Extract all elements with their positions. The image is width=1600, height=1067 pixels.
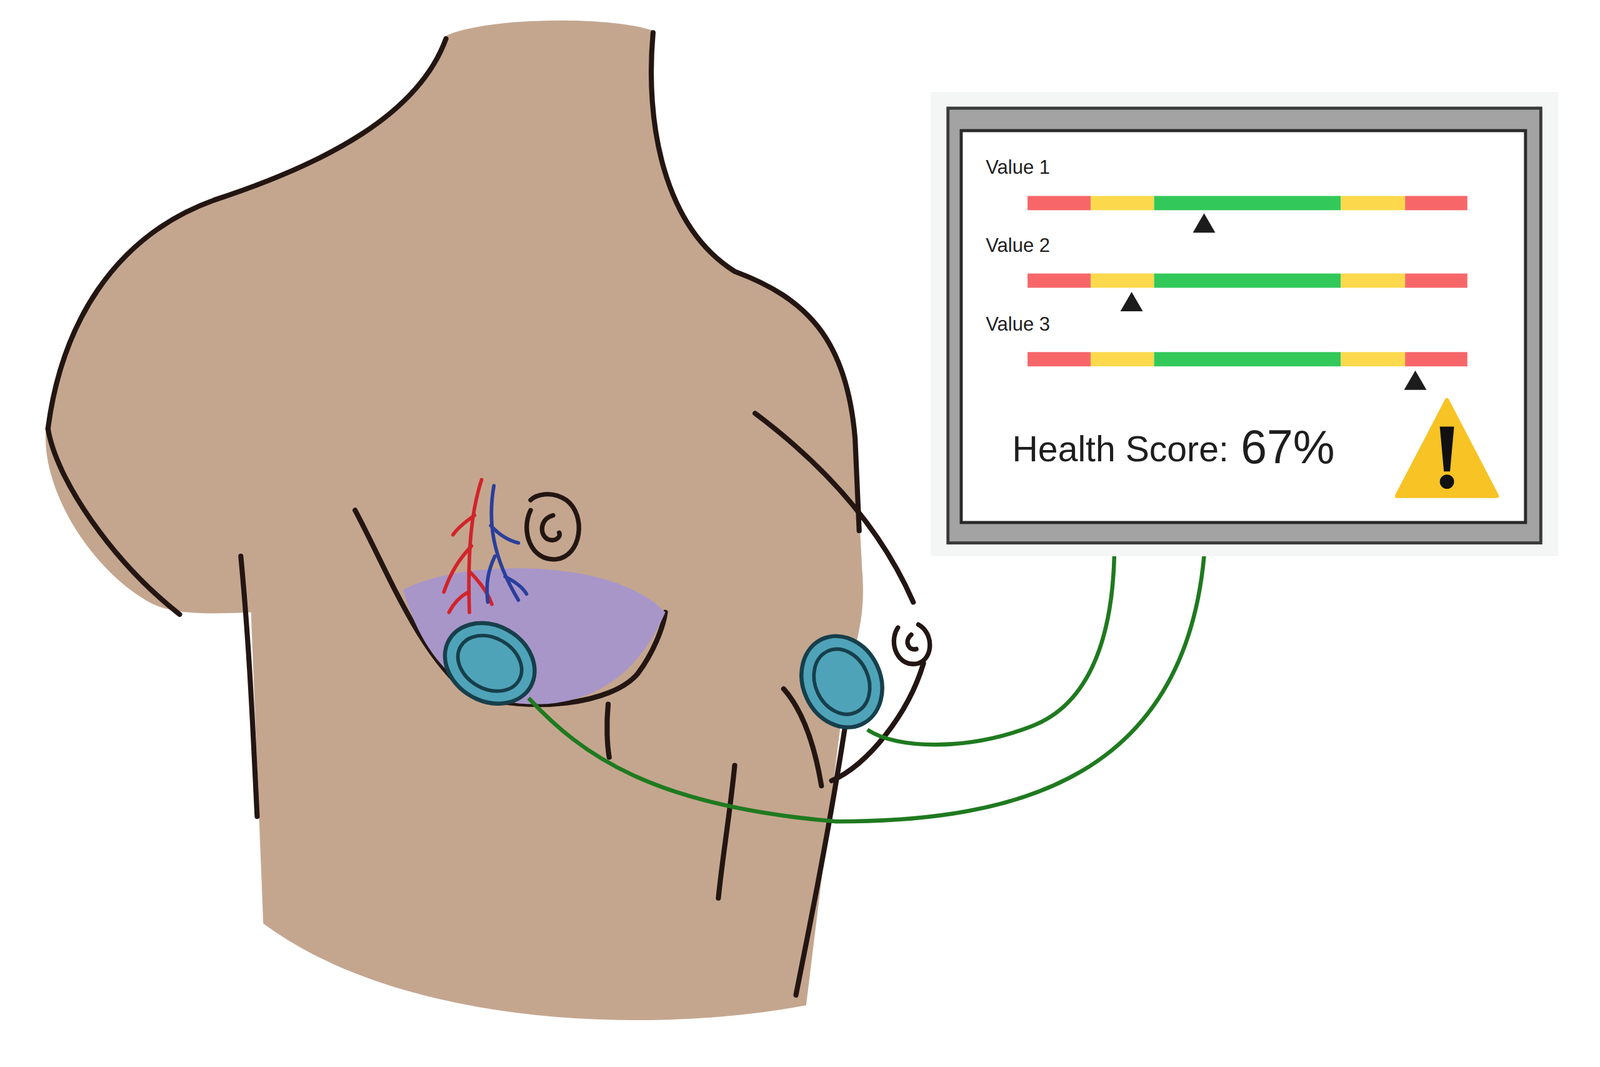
sensor-pad xyxy=(430,606,897,741)
sensor-wire xyxy=(528,556,1205,822)
warning-icon xyxy=(1396,400,1497,496)
gauge-label: Value 3 xyxy=(985,314,1050,334)
gauge-marker xyxy=(1120,213,1427,390)
gauge-bars xyxy=(1027,195,1468,367)
monitor-screen xyxy=(961,130,1526,523)
monitor-screen-box: Value 1 Value 2 Value 3 Health Score: 67% xyxy=(961,130,1526,523)
monitor-backdrop xyxy=(930,91,1559,557)
health-score: 67% xyxy=(1240,423,1335,471)
nipple xyxy=(526,494,930,665)
gauge-label: Value 2 xyxy=(985,235,1050,255)
torso xyxy=(45,20,864,1020)
monitor-frame xyxy=(948,108,1542,544)
gauge-label: Value 1 xyxy=(985,156,1050,177)
torso-outline xyxy=(48,32,924,995)
health-score: Health Score: xyxy=(1012,430,1229,467)
vessels xyxy=(443,479,527,612)
